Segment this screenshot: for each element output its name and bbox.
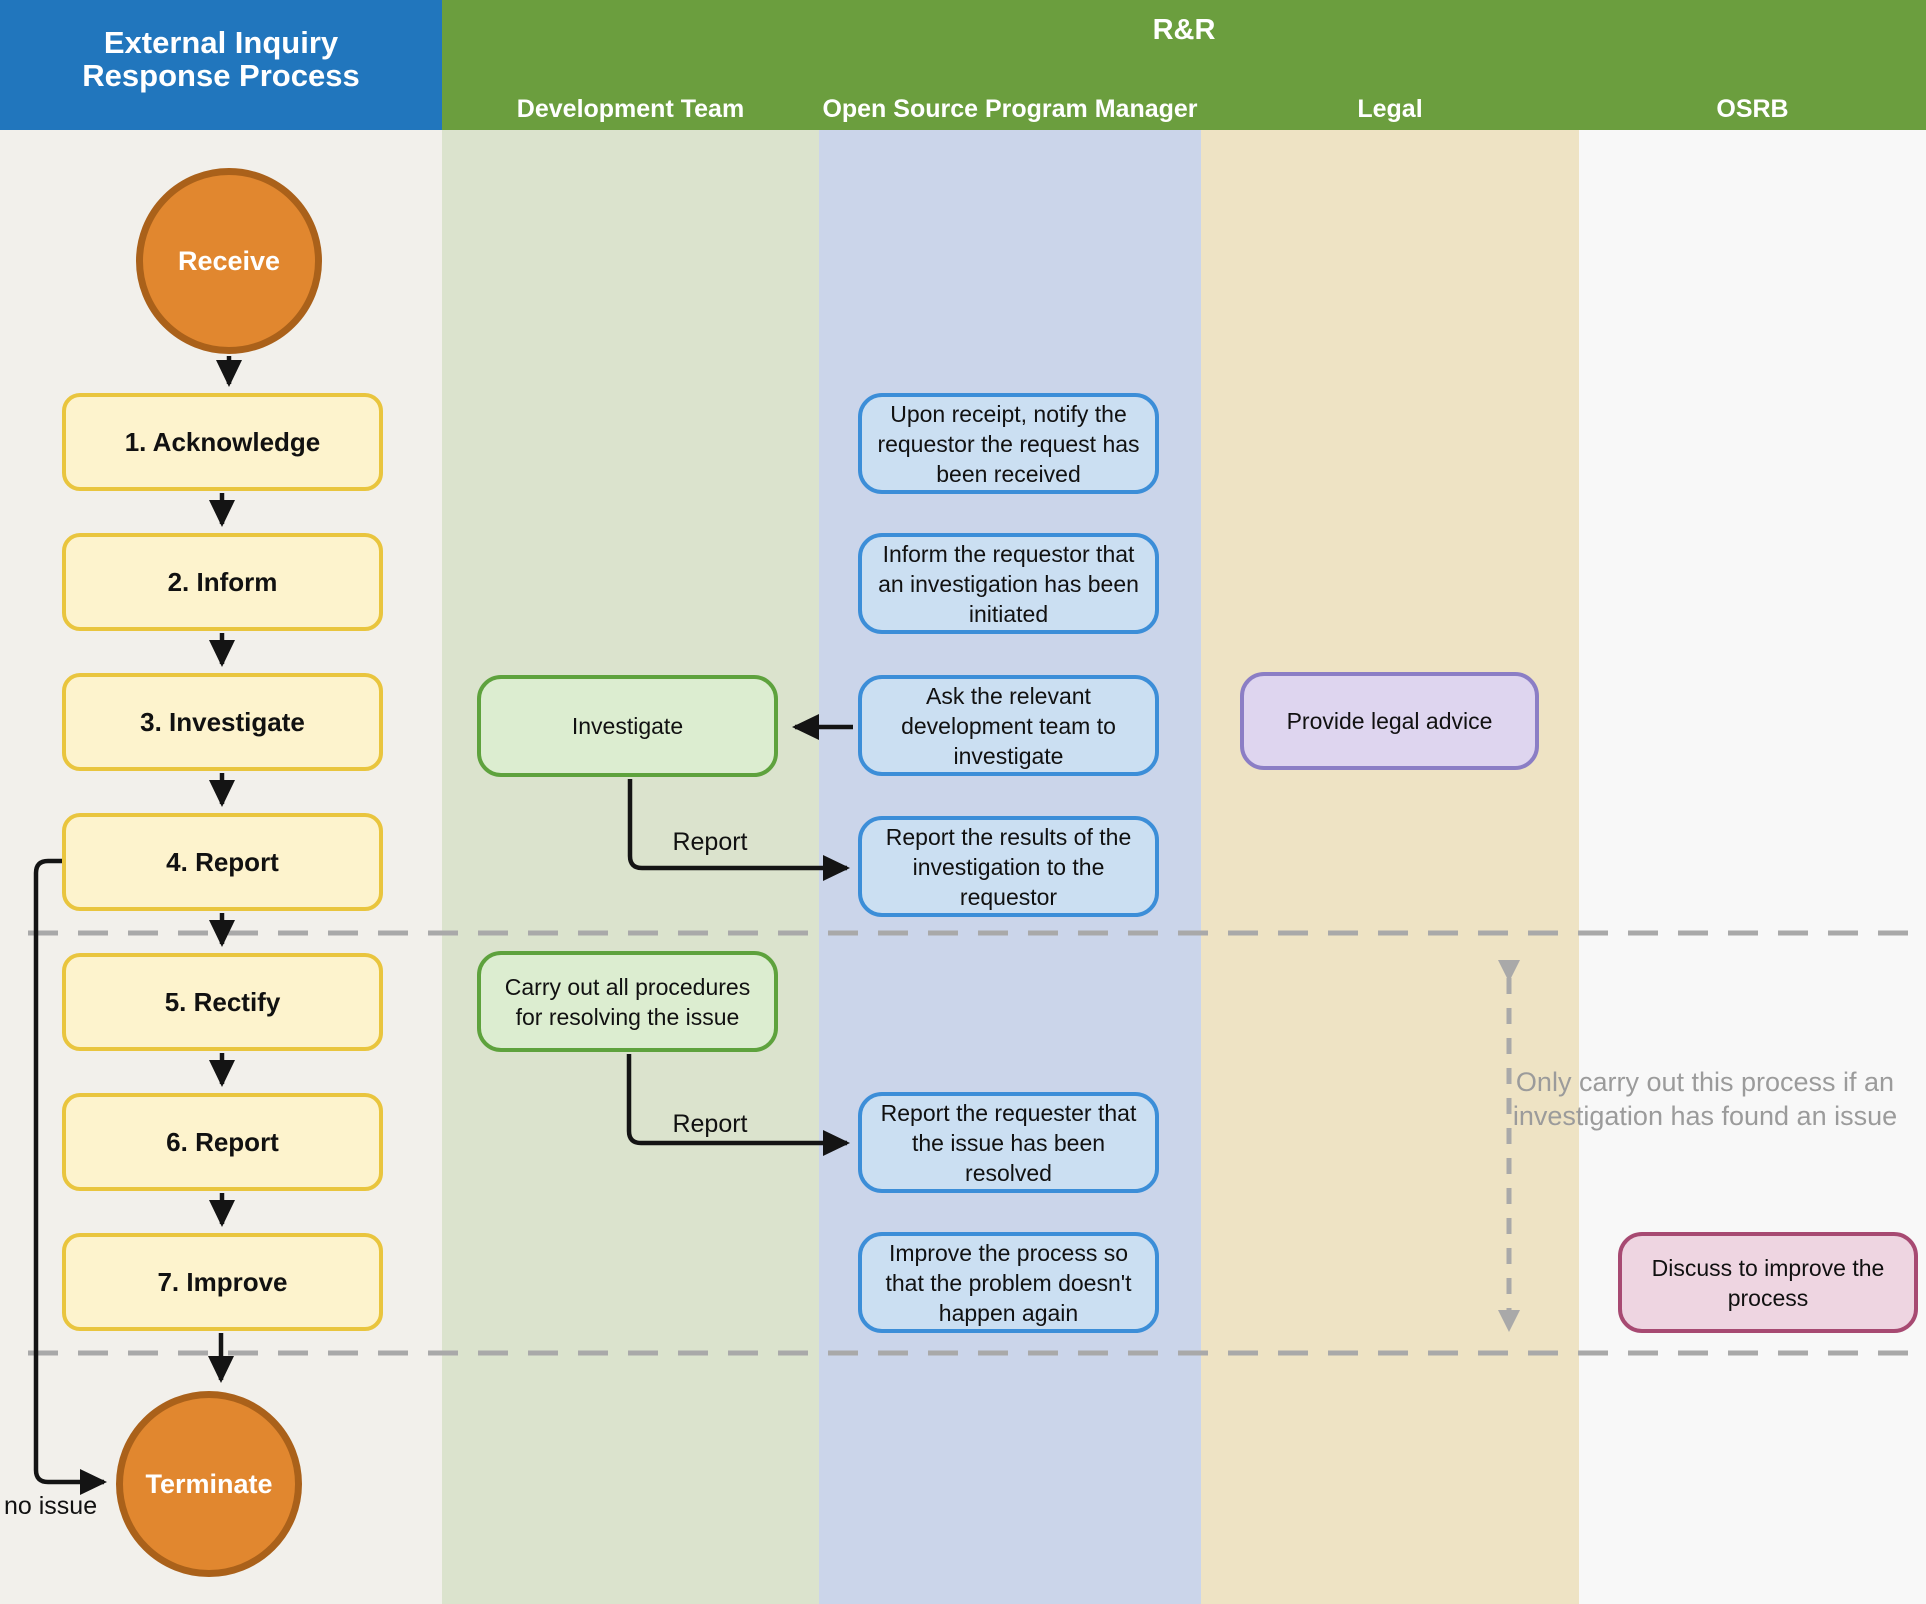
ospm-notify-received-box: Upon receipt, notify the requestor the r… bbox=[858, 393, 1159, 494]
process-header bbox=[0, 0, 442, 130]
rr-header bbox=[442, 0, 1926, 130]
no-issue-label: no issue bbox=[4, 1492, 98, 1520]
lane-header-legal: Legal bbox=[1357, 95, 1423, 123]
report-edge-label-1: Report bbox=[672, 828, 748, 856]
rr-title: R&R bbox=[1152, 14, 1216, 46]
lane-development-team bbox=[442, 130, 819, 1604]
step-report-4: 4. Report bbox=[62, 813, 383, 911]
step-report-6: 6. Report bbox=[62, 1093, 383, 1191]
step-investigate: 3. Investigate bbox=[62, 673, 383, 771]
osrb-discuss-box: Discuss to improve the process bbox=[1618, 1232, 1918, 1333]
legal-advice-box: Provide legal advice bbox=[1240, 672, 1539, 770]
lane-header-development-team: Development Team bbox=[516, 95, 745, 123]
dev-investigate-box: Investigate bbox=[477, 675, 778, 777]
dev-carry-out-box: Carry out all procedures for resolving t… bbox=[477, 951, 778, 1052]
lane-header-open-source-program-manager: Open Source Program Manager bbox=[822, 95, 1198, 123]
step-improve: 7. Improve bbox=[62, 1233, 383, 1331]
lane-legal bbox=[1201, 130, 1579, 1604]
conditional-process-note: Only carry out this process if an invest… bbox=[1512, 1067, 1898, 1131]
report-edge-label-2: Report bbox=[672, 1110, 748, 1138]
ospm-inform-initiated-box: Inform the requestor that an investigati… bbox=[858, 533, 1159, 634]
ospm-report-resolved-box: Report the requester that the issue has … bbox=[858, 1092, 1159, 1193]
step-inform: 2. Inform bbox=[62, 533, 383, 631]
step-rectify: 5. Rectify bbox=[62, 953, 383, 1051]
lane-osrb bbox=[1579, 130, 1926, 1604]
ospm-improve-process-box: Improve the process so that the problem … bbox=[858, 1232, 1159, 1333]
process-title: External Inquiry Response Process bbox=[82, 25, 360, 93]
step-acknowledge: 1. Acknowledge bbox=[62, 393, 383, 491]
lane-header-osrb: OSRB bbox=[1716, 95, 1789, 123]
end-node-terminate: Terminate bbox=[116, 1391, 302, 1577]
ospm-report-results-box: Report the results of the investigation … bbox=[858, 816, 1159, 917]
ospm-ask-dev-team-box: Ask the relevant development team to inv… bbox=[858, 675, 1159, 776]
start-node-receive: Receive bbox=[136, 168, 322, 354]
